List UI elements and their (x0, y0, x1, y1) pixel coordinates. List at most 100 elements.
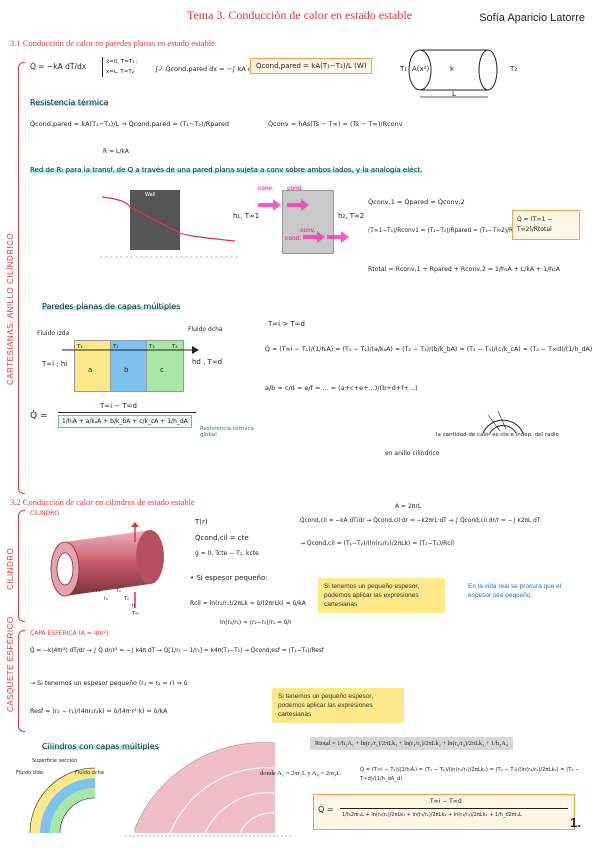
conv2-label: conv. (300, 228, 316, 234)
page-number: 1. (570, 815, 581, 830)
heading-resistencia: Resistencia térmica (30, 98, 109, 107)
temp-t4: T₄ (172, 344, 178, 350)
temp-t2: T₂ (113, 344, 119, 350)
fourier-law: Q̇ = −kA dT/dx (30, 62, 87, 71)
heat-arrow (62, 346, 199, 354)
author-name: Sofía Aparicio Latorre (479, 12, 585, 24)
result-box-pared: Q̇cond,pared = kA(T₁−T₂)/L (W) (250, 58, 373, 74)
h2-label: h₂, T∞2 (338, 212, 365, 220)
page-title: Tema 3. Conducción de calor en estado es… (186, 8, 413, 22)
section-heading-3-2: 3.2 Conducción de calor en cilindros de … (10, 497, 195, 507)
pink-arrows (258, 199, 349, 243)
rod-sketch (408, 49, 498, 98)
note-vida-real: En la vida real se procura que el espeso… (468, 583, 562, 599)
rod-L: L (452, 90, 456, 98)
cylinder-figure (50, 522, 164, 608)
multilayer-eq: Q̇ = (T∞i − T₁)/(1/hᵢA) = (T₁ − T₂)/(a/k… (265, 346, 593, 353)
global-denominator: 1/hᵢA + a/kₐA + b/k_bA + c/k_cA + 1/h_dA (58, 415, 192, 428)
cyl-fig-T2: T₂ (124, 596, 130, 602)
cylinder-bracket (18, 510, 25, 622)
cyl-result: → Q̇cond,cil = (T₁−T₂)/(ln(r₂/r₁)/2πLk) … (300, 540, 454, 547)
tinf-right: hd , T∞d (192, 358, 223, 366)
multicapa-fluido-dcha: Fluido dcha (75, 770, 104, 776)
conv1-label: conv. (258, 186, 274, 192)
cyl-fig-T1: T₁ (116, 588, 122, 594)
anillo-label: en anillo cilíndrico (385, 450, 440, 457)
qcond-const: Q̇cond,cil = cte (195, 534, 249, 542)
sector-diagram (125, 742, 293, 837)
layer-b-label: b (124, 366, 129, 374)
multicapa-box-num: T∞i − T∞d (430, 798, 462, 805)
espesor-note: • Si espesor pequeño: (190, 574, 268, 582)
fraction-rule (58, 412, 196, 413)
multilayer-cylinder-sketch (29, 767, 96, 834)
rod-T2: T₂ (510, 65, 518, 73)
note-espesor-1: Si tenemos un pequeño espesor, podemos a… (318, 578, 445, 613)
sphere-bracket (18, 630, 25, 732)
multicapa-box-den: 1/hᵢ2πr₁L + ln(r₂/r₁)/2πLk₁ + ln(r₃/r₂)/… (342, 812, 522, 818)
heading-multicapa: Cilindros con capas múltiples (42, 742, 159, 751)
result-box-multicapa (313, 794, 575, 830)
q-dot-symbol-2: Q̇ = (318, 805, 334, 814)
tinf-left: T∞i ; hi (42, 360, 68, 368)
esfera-eq: Q̇ = −k(4πr²) dT/dr → ∫ Q̇ dr/r² = −∫ k4… (30, 648, 324, 654)
rtotal-multicapa: Rtotal = 1/h₁A₁ + ln(r₂/r₁)/2πLk₁ + ln(r… (310, 737, 513, 750)
layer-a (74, 340, 112, 392)
global-numerator: T∞i − T∞d (100, 402, 137, 410)
multicapa-fluido-izq: Fluido izda (16, 770, 43, 776)
rod-area-label: A(x²) (412, 65, 430, 73)
q-chain-multicapa: Q̇ = (T∞i − T₁)/(1/hᵢAᵢ) = (T₁ − T₂)/(ln… (360, 767, 580, 782)
ring-sketch (482, 410, 524, 434)
q-dot-symbol: Q̇ = (30, 411, 48, 421)
result-box-rtotal: Q̇ = (T∞1 − T∞2)/Rtotal (512, 210, 580, 240)
resf-eq: Resf = (r₂ − r₁)/(4πr₁r₂k) = δ/(4π·r²·k)… (30, 708, 168, 715)
cyl-fig-h: h (132, 603, 136, 609)
vertical-label-esferico: CASQUETE ESFÉRICO (6, 616, 15, 712)
heading-capas: Paredes planas de capas múltiples (42, 302, 181, 311)
gen-zero: ġ = 0, Tcte − T₁, kcte (195, 550, 259, 557)
cyl-fig-r1: r₁ (96, 588, 101, 594)
boundary-conditions: x=0, T=T₁ ; x=L, T=T₂ (102, 57, 146, 77)
capa-esferica-heading: CAPA ESFÉRICA (A = 4πr²) (30, 630, 109, 637)
section-heading-3-1: 3.1 Conducción de calor en paredes plana… (10, 38, 215, 48)
wall-temperature-figure (100, 190, 240, 258)
rcond-equation: Q̇cond,pared = kA(T₁−T₂)/L → Q̇cond,pare… (30, 120, 230, 128)
fluido-izq: Fluido izda (37, 330, 70, 337)
rconv-equation: Q̇conv = hAs(Ts − T∞) = (Ts − T∞)/Rconv (268, 120, 403, 128)
layer-a-label: a (88, 366, 93, 374)
vertical-label-cilindro: CILINDRO (6, 547, 15, 590)
temp-t1: T₁ (77, 344, 83, 350)
cyl-fig-Tinf: T∞ (132, 611, 140, 617)
global-resistance-label: Resistencia térmica global (200, 426, 254, 438)
fluido-dcha: Fluido dcha (188, 326, 223, 333)
rod-T1: T₁ (400, 65, 408, 73)
integral-eq: ∫₀ᴸ Q̇cond,pared dx = −∫ kA dT (155, 65, 256, 73)
temp-t3: T₃ (149, 344, 155, 350)
layer-c-label: c (160, 366, 164, 374)
heading-red-rt: Red de Rₜ para la transf. de Q a través … (30, 166, 423, 174)
cond-label-2: cond. (285, 236, 301, 242)
eq-conv-equal: Q̇conv,1 = Q̇pared = Q̇conv,2 (368, 198, 465, 206)
area-cyl: A = 2πrL (395, 503, 422, 510)
esfera-small: → Si tenemos un espesor pequeño (r₁ ≈ r₂… (30, 680, 188, 687)
ln-approx: ln(r₂/r₁) ≈ (r₂−r₁)/r₁ = δ/r (220, 620, 292, 626)
wall-label: Wall (145, 192, 156, 198)
cyl-fig-r2: r₂ (104, 596, 109, 602)
vertical-label-cartesianas: CARTESIANAS, ANILLO CILÍNDRICO (6, 232, 15, 385)
section-bracket (18, 62, 25, 494)
wall-box (282, 190, 334, 254)
t-of-r: T(r) (195, 518, 208, 526)
eq-conv-resistances: (T∞1−T₁)/Rconv1 = (T₁−T₂)/Rpared = (T₂−T… (368, 228, 531, 234)
r-definition: R = L/kA (103, 148, 129, 155)
anillo-note: la cantidad de calor es cte e indep. del… (436, 432, 559, 438)
rcil-small: Rcil = ln(r₂/r₁)/2πLk = δ/(2πrLk) = δ/kA (190, 600, 306, 607)
proportion-eq: a/b = c/d = e/f = ... = (a+c+e+...)/(b+d… (265, 384, 418, 392)
cyl-fourier: Q̇cond,cil = −kA dT/dr → Q̇cond,cil·dr =… (300, 518, 541, 524)
cilindro-label: CILINDRO (30, 510, 60, 517)
temp-condition: T∞i > T∞d (268, 320, 305, 328)
layer-c (146, 340, 184, 392)
rtotal-equation: Rtotal = Rconv,1 + Rpared + Rconv,2 = 1/… (368, 266, 560, 273)
rod-k-label: k (450, 65, 455, 73)
cond-label: cond. (287, 186, 303, 192)
multicapa-superior: Superficie sección (32, 758, 78, 764)
